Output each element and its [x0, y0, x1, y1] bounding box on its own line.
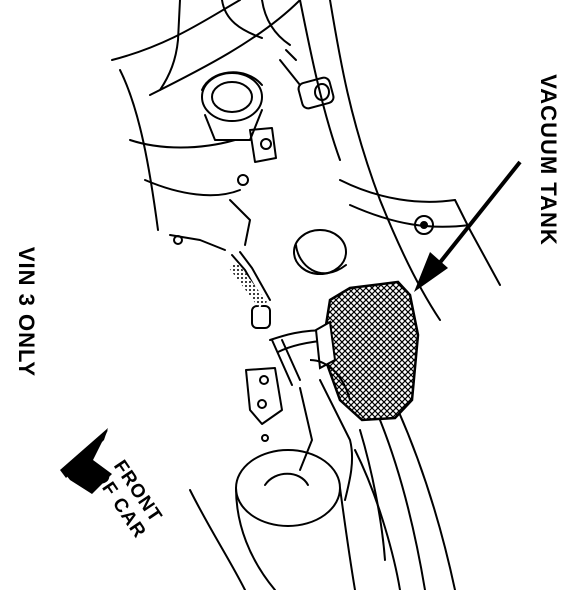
sensor-circle [414, 215, 434, 235]
front-of-car-arrow-icon [62, 430, 112, 494]
vacuum-hose-fitting [251, 305, 271, 329]
oil-cap [293, 229, 347, 275]
vin-note-label: VIN 3 ONLY [14, 246, 39, 378]
engine-outline-upper [149, 0, 301, 96]
lower-housing [235, 449, 341, 527]
vacuum-tank-label: VACUUM TANK [536, 74, 561, 246]
vacuum-tank-pointer-arrow [414, 160, 522, 292]
vacuum-rod [229, 262, 267, 308]
engine-outline-top [111, 0, 241, 61]
vacuum-tank [309, 280, 420, 422]
